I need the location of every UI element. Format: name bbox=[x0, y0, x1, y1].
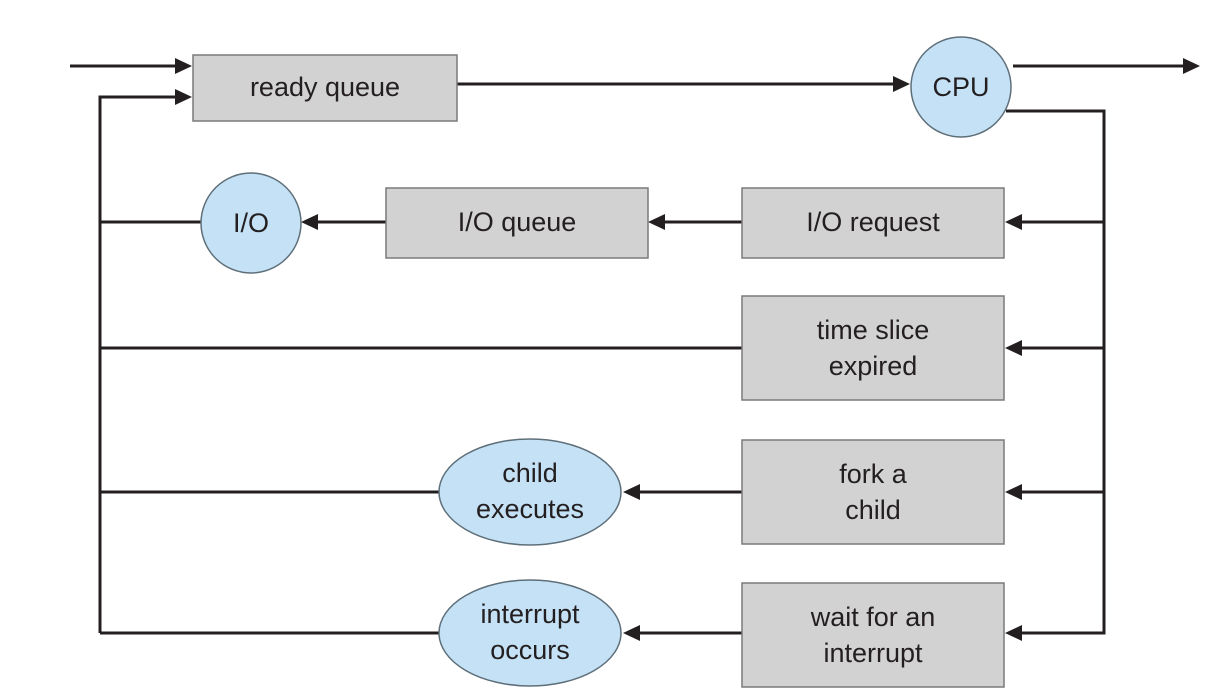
ready-queue-label: ready queue bbox=[250, 72, 400, 102]
edge-return-to-ready-queue bbox=[98, 95, 185, 633]
arrowhead-child-executes bbox=[623, 484, 640, 500]
io-label: I/O bbox=[233, 208, 269, 238]
time-slice-label-line2: expired bbox=[829, 351, 918, 381]
cpu-label: CPU bbox=[932, 72, 989, 102]
arrowhead-entry bbox=[175, 58, 192, 74]
arrowhead-io-queue bbox=[648, 214, 665, 230]
edge-cpu-down bbox=[1006, 109, 1106, 635]
child-executes-node bbox=[438, 438, 622, 546]
fork-child-label-line2: child bbox=[845, 495, 901, 525]
io-queue-box bbox=[385, 187, 649, 259]
child-executes-label-line1: child bbox=[502, 458, 558, 488]
interrupt-occurs-label-line1: interrupt bbox=[480, 599, 580, 629]
wait-interrupt-box bbox=[741, 582, 1005, 688]
io-queue-label: I/O queue bbox=[458, 207, 577, 237]
io-request-label: I/O request bbox=[806, 207, 940, 237]
child-executes-label-line2: executes bbox=[476, 494, 584, 524]
arrowhead-io-request bbox=[1005, 214, 1022, 230]
fork-child-label-line1: fork a bbox=[839, 459, 908, 489]
io-node bbox=[200, 172, 302, 274]
arrowhead-interrupt-occurs bbox=[623, 625, 640, 641]
interrupt-occurs-label-line2: occurs bbox=[490, 635, 570, 665]
arrowhead-return bbox=[175, 89, 192, 105]
arrowhead-wait bbox=[1005, 625, 1022, 641]
arrowhead-fork bbox=[1005, 484, 1022, 500]
arrowhead-time-slice bbox=[1005, 340, 1022, 356]
arrowhead-cpu bbox=[893, 76, 910, 92]
arrowhead-io bbox=[301, 214, 318, 230]
fork-child-box bbox=[741, 439, 1005, 545]
time-slice-box bbox=[741, 295, 1005, 401]
cpu-node bbox=[910, 36, 1012, 138]
ready-queue-box bbox=[192, 54, 458, 122]
io-request-box bbox=[741, 187, 1005, 259]
wait-interrupt-label-line2: interrupt bbox=[823, 638, 923, 668]
arrowhead-exit bbox=[1183, 58, 1200, 74]
wait-interrupt-label-line1: wait for an bbox=[810, 602, 936, 632]
interrupt-occurs-node bbox=[438, 579, 622, 687]
time-slice-label-line1: time slice bbox=[817, 315, 930, 345]
